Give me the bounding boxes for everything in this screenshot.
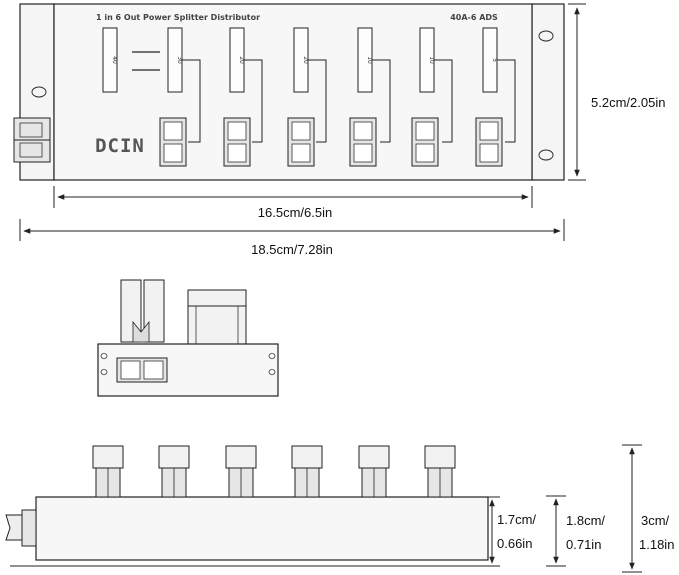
dcin-label: DCIN (95, 135, 145, 157)
front-connector-3 (225, 445, 257, 498)
right-mount-hole-top (538, 30, 554, 42)
total-height-in: 1.18in (639, 537, 674, 552)
total-height-dimension: 3cm/ 1.18in (622, 444, 674, 573)
mid-height-dimension: 1.8cm/ 0.71in (546, 495, 605, 567)
end-housing (97, 343, 279, 397)
body-height-cm: 1.7cm/ (497, 512, 536, 527)
front-connectors (92, 445, 456, 498)
front-connector-2 (158, 445, 190, 498)
end-view (97, 279, 279, 397)
output-connector-2 (223, 117, 251, 167)
plug-side (187, 289, 247, 345)
front-input-plug (5, 514, 23, 541)
output-connector-6 (475, 117, 503, 167)
inner-length-dimension: 16.5cm/6.5in (53, 186, 533, 220)
model-label: 40A-6 ADS (450, 13, 498, 22)
output-connector-3 (287, 117, 315, 167)
right-mount-hole-bottom (538, 149, 554, 161)
total-height-cm: 3cm/ (641, 513, 670, 528)
fuse-label-1: 30 (176, 56, 183, 64)
total-length-label: 18.5cm/7.28in (251, 242, 333, 257)
left-mount-hole (31, 86, 47, 98)
front-connector-6 (424, 445, 456, 498)
front-body (35, 496, 489, 561)
output-connector-4 (349, 117, 377, 167)
fuse-label-main: 40 (111, 56, 118, 64)
fuse-label-6: 5 (491, 58, 498, 62)
mid-height-in: 0.71in (566, 537, 601, 552)
front-connector-5 (358, 445, 390, 498)
output-connectors (159, 117, 503, 167)
fuse-label-4: 10 (366, 56, 373, 64)
right-end-bracket (531, 3, 565, 181)
fuse-wiring (182, 59, 516, 143)
total-length-dimension: 18.5cm/7.28in (19, 219, 565, 257)
width-dimension: 5.2cm/2.05in (568, 3, 665, 181)
inner-length-label: 16.5cm/6.5in (258, 205, 332, 220)
fuse-main (102, 27, 118, 93)
panel-title: 1 in 6 Out Power Splitter Distributor (96, 13, 260, 22)
fuse-row: 40 30 20 20 10 10 5 (102, 27, 498, 93)
front-connector-4 (291, 445, 323, 498)
mid-height-cm: 1.8cm/ (566, 513, 605, 528)
front-view (5, 445, 500, 567)
top-view: 1 in 6 Out Power Splitter Distributor 40… (13, 3, 565, 181)
fuse-label-2: 20 (238, 56, 245, 64)
body-height-in: 0.66in (497, 536, 532, 551)
output-connector-1 (159, 117, 187, 167)
body-height-dimension: 1.7cm/ 0.66in (484, 496, 536, 564)
front-connector-1 (92, 445, 124, 498)
fuse-label-5: 10 (428, 56, 435, 64)
fuse-label-3: 20 (302, 56, 309, 64)
width-label: 5.2cm/2.05in (591, 95, 665, 110)
output-connector-5 (411, 117, 439, 167)
